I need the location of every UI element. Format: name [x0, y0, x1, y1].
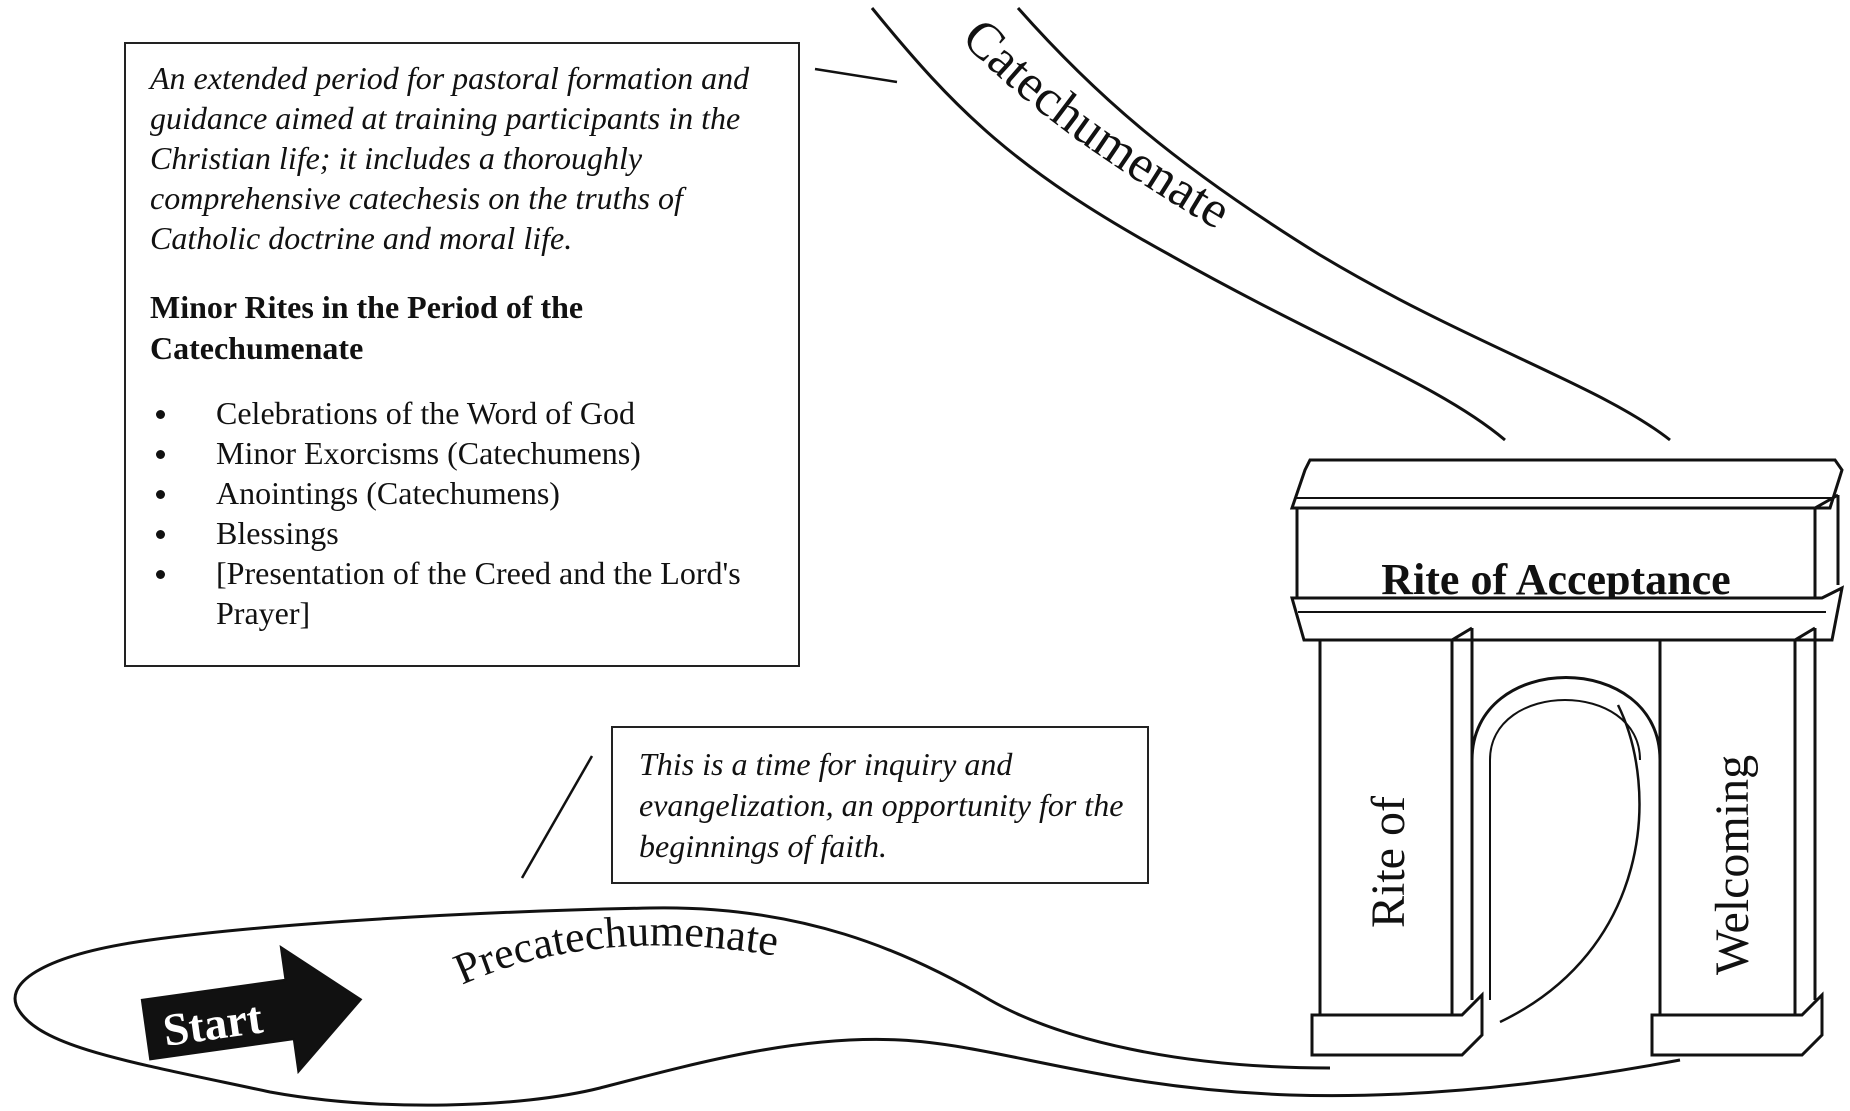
arch-left-base: [1310, 991, 1484, 1057]
catechumenate-road-lower-edge: [1016, 7, 1671, 442]
arch-opening-inner: [1489, 699, 1641, 1000]
arch-cornice: [1290, 585, 1845, 642]
arch-right-pillar-label: Welcoming: [1706, 755, 1759, 975]
minor-rites-title: Minor Rites in the Period of the Catechu…: [150, 289, 584, 366]
arch-title: Rite of Acceptance: [1381, 555, 1730, 604]
start-arrow: Start: [140, 945, 363, 1075]
minor-rites-list: Celebrations of the Word of God Minor Ex…: [150, 393, 778, 633]
catechumenate-road-upper-edge: [870, 7, 1506, 442]
bullet-icon: [156, 490, 165, 499]
precatechumenate-road-label: Precatechumenate: [447, 906, 782, 994]
list-item: Minor Exorcisms (Catechumens): [150, 433, 778, 473]
catechumenate-description: An extended period for pastoral formatio…: [150, 60, 750, 256]
arch-left-pillar-shade: [1451, 626, 1473, 642]
catechumenate-road-label: Catechumenate: [952, 8, 1240, 240]
list-item: [Presentation of the Creed and the Lord'…: [150, 553, 778, 633]
bullet-icon: [156, 570, 165, 579]
list-item: Celebrations of the Word of God: [150, 393, 778, 433]
arch-opening: [1470, 676, 1662, 1000]
arch-right-base: [1650, 991, 1824, 1057]
arch-left-pillar: [1318, 638, 1454, 1017]
precatechumenate-leader-line: [520, 755, 594, 879]
arch-right-pillar: [1658, 638, 1797, 1017]
catechumenate-description-box: An extended period for pastoral formatio…: [124, 42, 800, 667]
list-item: Anointings (Catechumens): [150, 473, 778, 513]
precatechumenate-road: [13, 906, 1681, 1107]
arch-right-pillar-shade: [1794, 626, 1816, 642]
arch-top-cap: [1289, 458, 1844, 510]
list-item: Blessings: [150, 513, 778, 553]
bullet-icon: [156, 530, 165, 539]
rite-of-acceptance-arch: Rite of Acceptance Rite of Welcoming: [1289, 458, 1845, 1057]
arch-frieze: [1295, 506, 1817, 600]
catechumenate-leader-line: [814, 67, 898, 84]
bullet-icon: [156, 410, 165, 419]
arch-frieze-side: [1814, 493, 1839, 510]
arch-inner-shadow: [1499, 704, 1641, 1024]
arch-left-pillar-label: Rite of: [1362, 796, 1415, 928]
precatechumenate-description: This is a time for inquiry and evangeliz…: [639, 746, 1124, 864]
bullet-icon: [156, 450, 165, 459]
start-arrow-shape: [140, 945, 363, 1075]
precatechumenate-description-box: This is a time for inquiry and evangeliz…: [611, 726, 1149, 884]
